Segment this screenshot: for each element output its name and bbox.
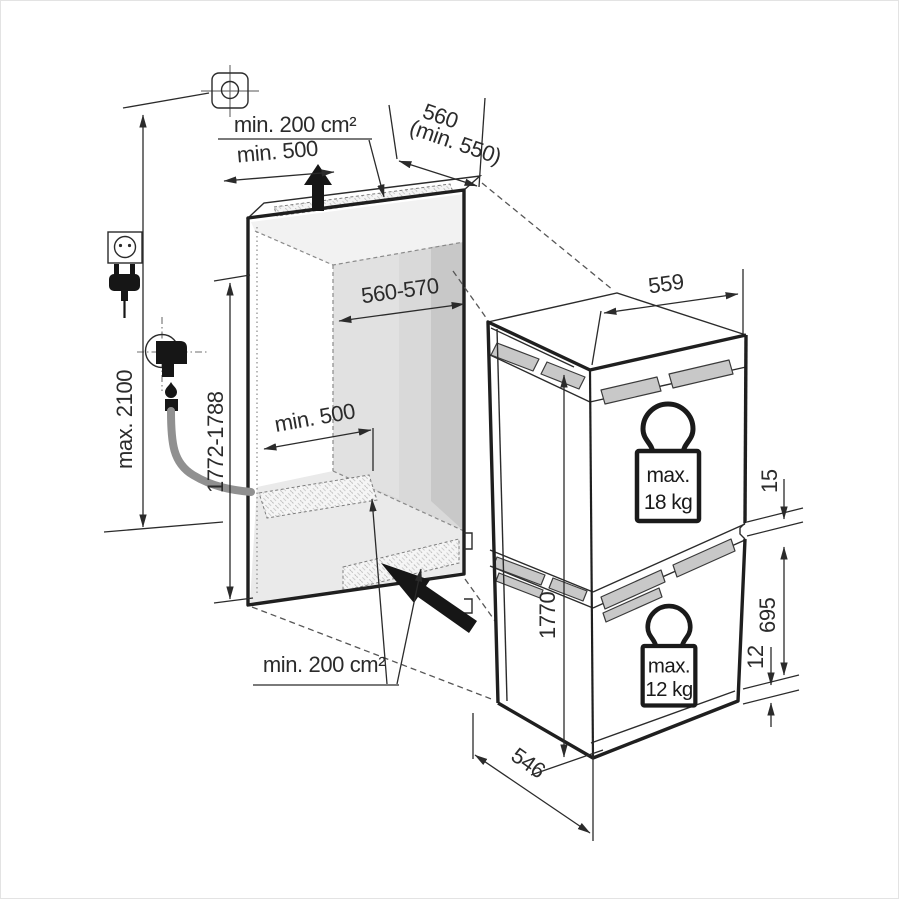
weight-icon-lower: max. 12 kg bbox=[640, 603, 698, 708]
door-split-line bbox=[489, 565, 594, 609]
projection-line bbox=[251, 606, 495, 701]
ventilation-grille bbox=[490, 342, 540, 372]
appliance-front-corner-edge bbox=[588, 369, 595, 759]
dim-door-panel-height: 695 bbox=[755, 597, 780, 633]
ventilation-grille bbox=[602, 587, 663, 623]
socket-circle bbox=[113, 235, 137, 259]
hose-connector bbox=[165, 399, 178, 411]
floor-line bbox=[103, 521, 224, 533]
water-tap-icon bbox=[156, 341, 187, 377]
weight-icon-upper: max. 18 kg bbox=[634, 401, 702, 524]
upper-door-load-prefix: max. bbox=[646, 464, 689, 487]
dim-appliance-depth: 546 bbox=[507, 742, 551, 783]
socket-pin-right bbox=[127, 243, 132, 248]
grille-band-line bbox=[487, 353, 591, 403]
junction-box-icon bbox=[211, 72, 249, 109]
dim-appliance-height: 1770 bbox=[535, 591, 560, 639]
socket-pin-left bbox=[118, 243, 123, 248]
appliance: max. 18 kg max. 12 kg bbox=[486, 292, 748, 760]
door-split-line bbox=[489, 549, 594, 593]
dim-vent-bottom: min. 200 cm² bbox=[263, 652, 385, 677]
hinge-cutout-low bbox=[464, 598, 473, 614]
ext-line bbox=[388, 104, 398, 160]
dimension-annotations: max. 2100 1772-1788 min. 200 cm² min. 50… bbox=[112, 97, 804, 841]
niche-ceiling bbox=[251, 194, 464, 265]
power-plug-icon bbox=[109, 264, 140, 318]
appliance-front-face bbox=[590, 335, 746, 758]
dim-line-appliance-depth bbox=[474, 754, 591, 834]
appliance-outer-edges bbox=[486, 320, 747, 704]
hinge-cutout-mid bbox=[464, 532, 473, 550]
ventilation-grille bbox=[548, 577, 588, 602]
niche-plinth-vent bbox=[342, 538, 460, 592]
tick-line bbox=[742, 689, 800, 705]
dim-hinge-gap-top: 15 bbox=[757, 469, 782, 493]
ext-line bbox=[490, 327, 575, 368]
hinge-gap-jog bbox=[739, 522, 746, 540]
junction-leader bbox=[122, 92, 210, 109]
niche-floor-vent bbox=[258, 474, 378, 519]
projection-line bbox=[481, 182, 614, 291]
niche-frame bbox=[246, 188, 466, 607]
dim-clearance-top: min. 500 bbox=[236, 136, 319, 168]
niche-cabinet bbox=[245, 175, 483, 614]
projection-line bbox=[464, 578, 591, 755]
dim-line-clearance-top bbox=[223, 169, 335, 184]
dim-line-appliance-width bbox=[603, 292, 739, 315]
dim-vent-top: min. 200 cm² bbox=[234, 112, 356, 137]
dim-line-clearance-inner bbox=[263, 428, 372, 451]
airflow-bottom-arrow bbox=[381, 563, 477, 633]
leader-top-vent bbox=[368, 139, 385, 198]
electrical-connection bbox=[107, 65, 259, 318]
dim-line-niche-width bbox=[338, 302, 465, 323]
ext-line bbox=[591, 310, 602, 366]
leader-plinth-vent bbox=[396, 568, 423, 685]
ext-line bbox=[213, 274, 251, 282]
dim-supply-height: max. 2100 bbox=[112, 370, 137, 469]
appliance-bottom-edges bbox=[497, 538, 747, 760]
ventilation-grille bbox=[668, 359, 734, 389]
dim-niche-height: 1772-1788 bbox=[203, 391, 228, 493]
upper-door-load-value: 18 kg bbox=[644, 491, 692, 514]
tick-line bbox=[746, 507, 804, 523]
ventilation-grille bbox=[600, 376, 662, 405]
side-panel-line bbox=[496, 328, 508, 702]
appliance-right-edge-upper bbox=[743, 334, 748, 524]
dim-hinge-gap-bottom: 12 bbox=[743, 645, 768, 669]
tick-line bbox=[746, 521, 804, 537]
dim-line-niche-depth bbox=[398, 160, 478, 187]
dim-appliance-width: 559 bbox=[647, 269, 686, 299]
lower-door-load-prefix: max. bbox=[648, 655, 690, 677]
lower-door-load-value: 12 kg bbox=[645, 679, 693, 701]
ext-line bbox=[478, 97, 486, 188]
junction-box-circle bbox=[220, 80, 240, 100]
ventilation-grille bbox=[672, 538, 736, 578]
ventilation-grille bbox=[495, 572, 544, 599]
water-drop-icon bbox=[165, 382, 177, 398]
leader-floor-vent bbox=[369, 498, 388, 685]
door-split-line bbox=[592, 523, 746, 593]
ventilation-grille bbox=[600, 569, 666, 610]
door-bottom-line bbox=[590, 690, 736, 744]
water-connection bbox=[137, 317, 255, 496]
ext-line bbox=[213, 597, 254, 604]
